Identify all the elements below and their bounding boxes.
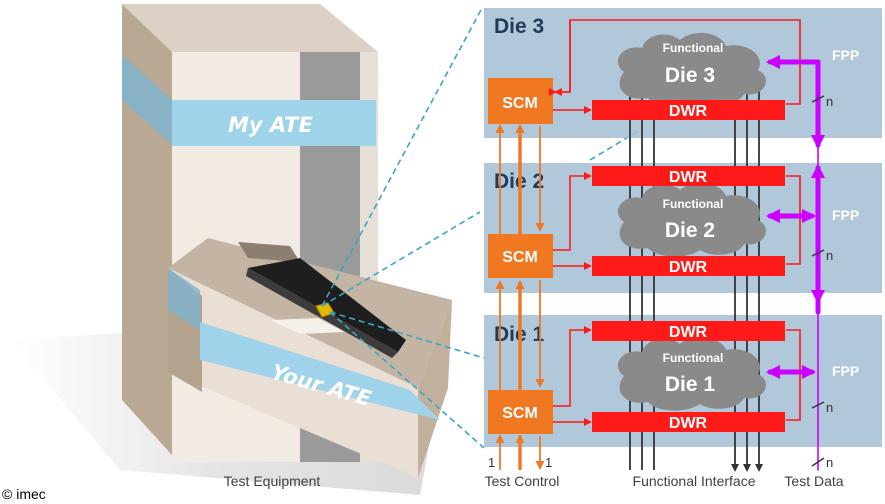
die-1-dwr-bottom bbox=[592, 412, 785, 432]
test-equipment-label: Test Equipment bbox=[224, 473, 321, 489]
die-1-dwr-top bbox=[592, 321, 785, 341]
functional-die-3-cloud: Functional Die 3 bbox=[617, 32, 766, 107]
functional-die-3-label: Functional bbox=[663, 41, 724, 55]
die-3-bus-width: n bbox=[826, 94, 833, 109]
functional-die-2-core: Die 2 bbox=[665, 219, 715, 242]
die-1-scm bbox=[488, 390, 553, 434]
die-stack: Die 3 Die 2 Die 1 Functional Die 3 Funct… bbox=[484, 8, 882, 472]
test-data-label: Test Data bbox=[784, 473, 843, 489]
functional-die-1-label: Functional bbox=[663, 351, 724, 365]
die-1-dwr-bottom-label: DWR bbox=[669, 415, 708, 432]
test-data-bus bbox=[766, 55, 825, 471]
test-control-label: Test Control bbox=[485, 473, 560, 489]
functional-die-3-core: Die 3 bbox=[665, 64, 715, 87]
functional-die-1-core: Die 1 bbox=[665, 373, 716, 396]
die-1-fpp-label: FPP bbox=[832, 363, 859, 379]
die-1-dwr-top-label: DWR bbox=[669, 324, 708, 341]
my-ate-label: My ATE bbox=[228, 113, 313, 137]
functional-die-1-cloud: Functional Die 1 bbox=[617, 336, 766, 411]
die-3-fpp-label: FPP bbox=[832, 47, 859, 63]
die-3-scm bbox=[488, 78, 553, 124]
bus-width-marks bbox=[811, 95, 825, 467]
functional-interface-label: Functional Interface bbox=[633, 473, 756, 489]
test-control-width-left: 1 bbox=[488, 455, 495, 470]
die-2-dwr-bottom-label: DWR bbox=[669, 259, 708, 276]
die-3-dwr-bottom bbox=[592, 100, 785, 120]
die-1-bus-width: n bbox=[826, 400, 833, 415]
die-2-dwr-top-label: DWR bbox=[669, 169, 708, 186]
bottom-labels: 1 1 n Test Equipment Test Control Functi… bbox=[2, 455, 844, 502]
test-control-width-right: 1 bbox=[545, 455, 552, 470]
your-ate-tester: Your ATE bbox=[168, 238, 452, 478]
die-2-dwr-bottom bbox=[592, 256, 785, 276]
my-ate-label-band bbox=[172, 100, 376, 146]
die-2-scm bbox=[488, 234, 553, 278]
die-2-scm-label: SCM bbox=[502, 249, 538, 266]
functional-die-2-cloud: Functional Die 2 bbox=[617, 182, 766, 257]
die-2-bus-width: n bbox=[826, 248, 833, 263]
die-2-fpp-label: FPP bbox=[832, 207, 859, 223]
die-3-title: Die 3 bbox=[494, 15, 544, 38]
ate-illustration: My ATE Your ATE bbox=[10, 4, 641, 495]
functional-die-2-label: Functional bbox=[663, 197, 724, 211]
test-data-width: n bbox=[826, 455, 833, 470]
die-3-dwr-bottom-label: DWR bbox=[669, 103, 708, 120]
die-2-dwr-top bbox=[592, 166, 785, 186]
zoom-links bbox=[321, 7, 641, 449]
die-3-scm-label: SCM bbox=[502, 95, 538, 112]
test-control-lines bbox=[495, 124, 545, 470]
copyright-notice: © imec bbox=[2, 486, 46, 502]
die-1-scm-label: SCM bbox=[502, 405, 538, 422]
